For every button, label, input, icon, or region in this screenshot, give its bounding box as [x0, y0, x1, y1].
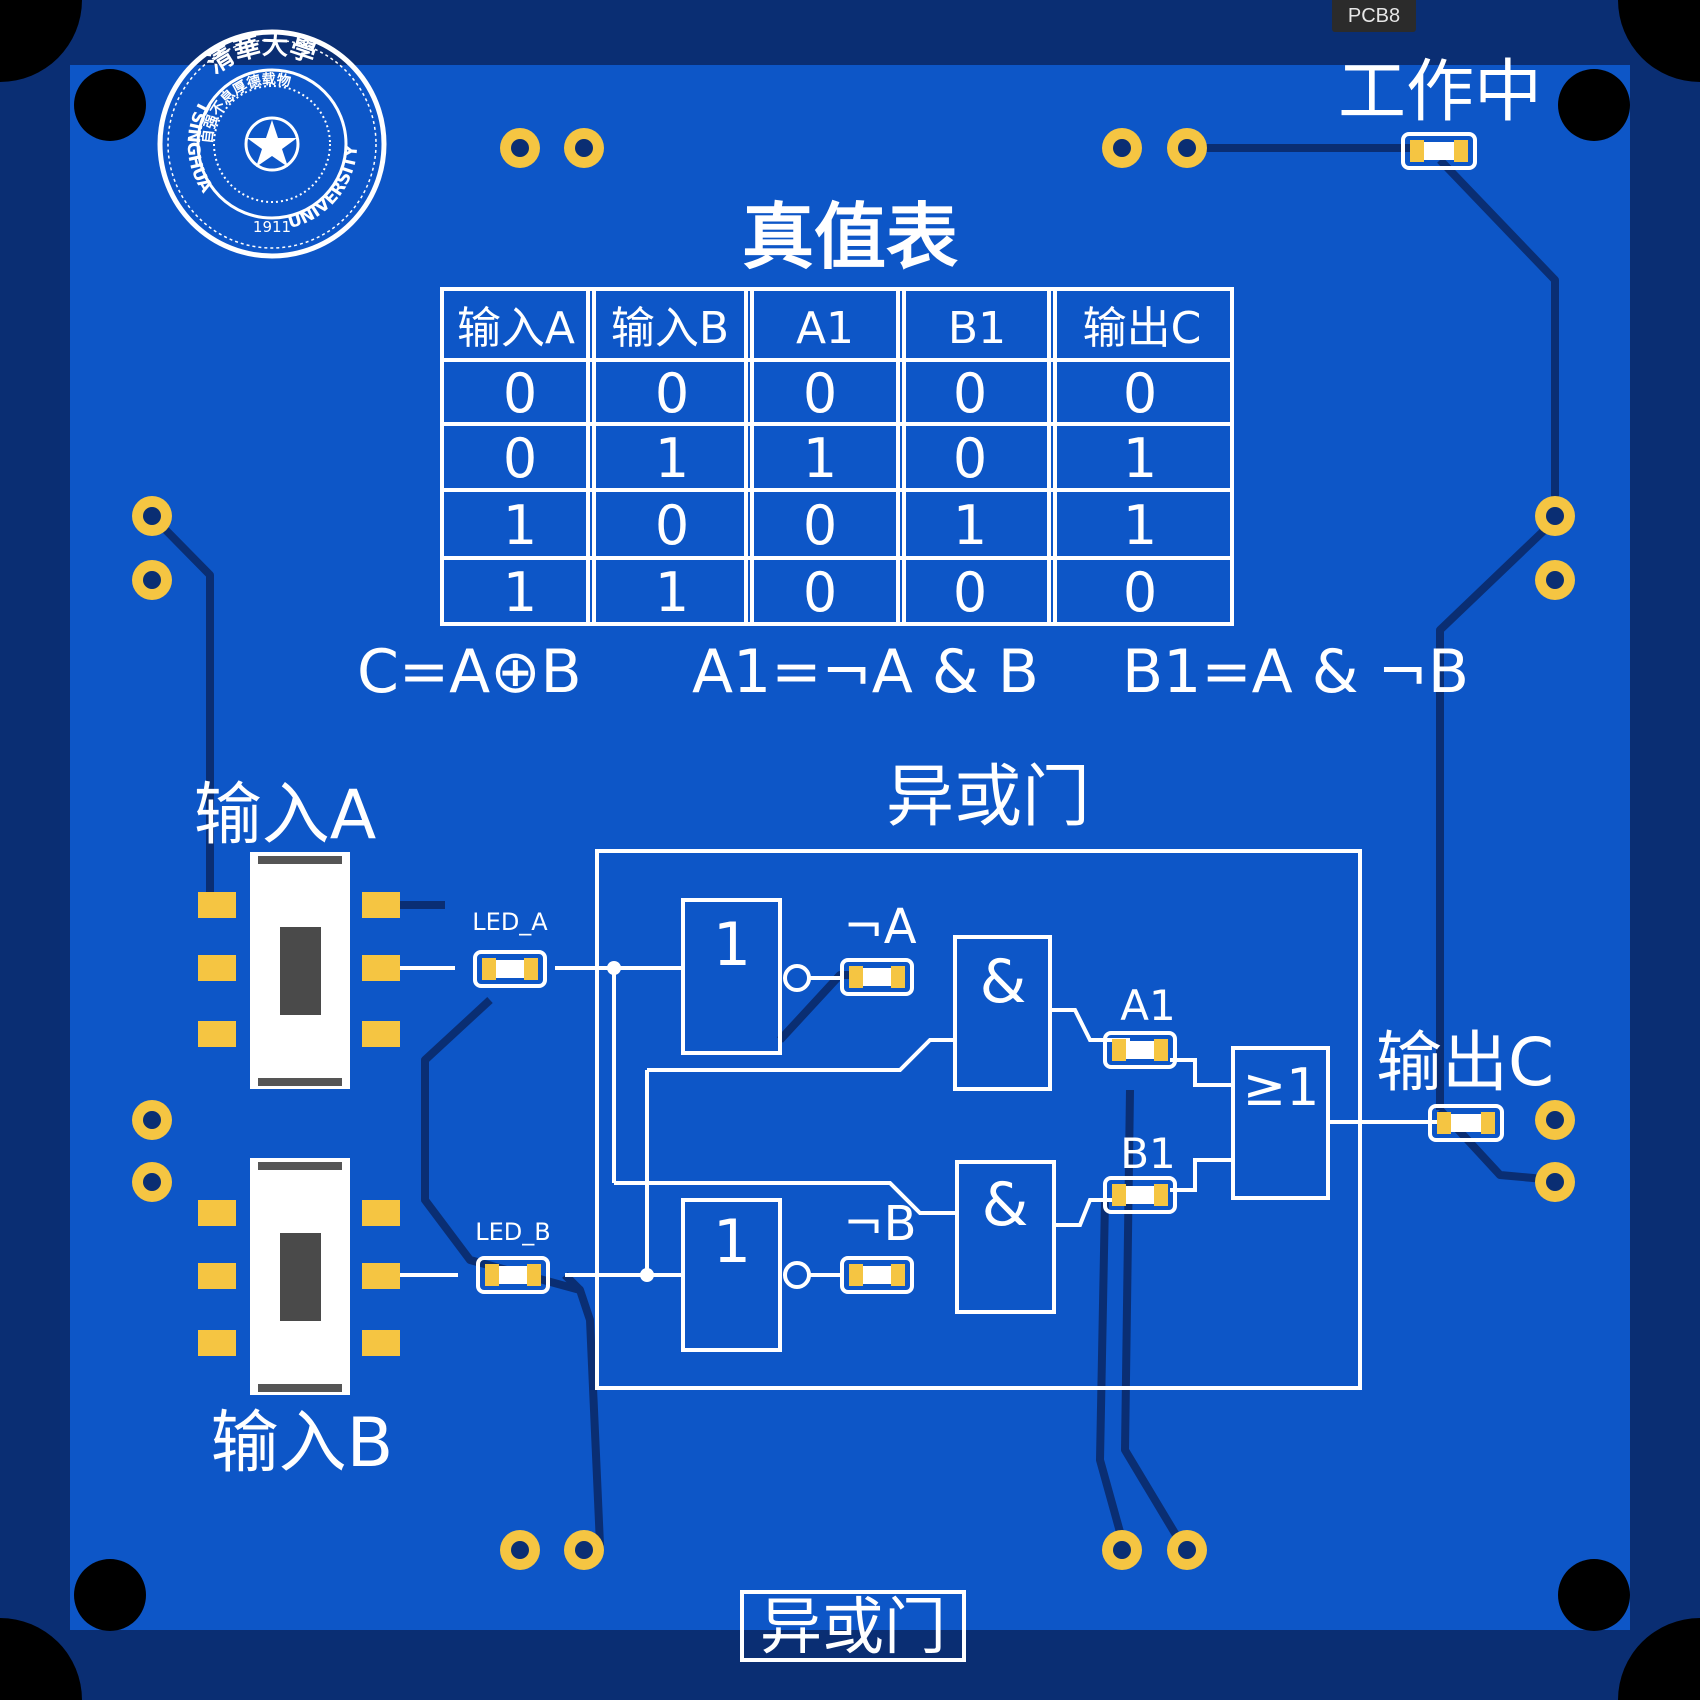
bottom-label-box [740, 1590, 966, 1662]
not-gate-symbol: 1 [713, 910, 751, 980]
bottom-label: 异或门 [760, 1590, 946, 1663]
led-b [476, 1256, 550, 1294]
table-cell: 0 [953, 427, 987, 490]
not-b-label: ¬B [843, 1196, 916, 1252]
a1-label: A1 [1120, 981, 1175, 1030]
not-gate-b: 1 [681, 1198, 842, 1352]
table-cell: 0 [655, 362, 689, 425]
and-gate-b1: & [955, 1160, 1056, 1314]
through-hole-pads [132, 128, 1575, 1570]
table-cell: 1 [1123, 427, 1157, 490]
and-gate-symbol: & [980, 947, 1027, 1017]
table-row: 1 1 0 0 0 [503, 561, 1157, 624]
led-a [473, 950, 547, 988]
status-led [1401, 132, 1477, 170]
formula-b1: B1=A & ¬B [1122, 637, 1469, 707]
switch-b-knob[interactable] [280, 1233, 321, 1321]
status-label: 工作中 [1338, 53, 1542, 132]
led-a-label: LED_A [472, 908, 548, 936]
wire-junctions [607, 961, 654, 1282]
and-gate-a1: & [953, 935, 1052, 1091]
truth-table-grid [440, 287, 1234, 626]
and-gate-symbol: & [982, 1170, 1029, 1240]
table-cell: 1 [1123, 494, 1157, 557]
table-cell: 1 [953, 494, 987, 557]
corner-notch [0, 1618, 82, 1700]
table-cell: 0 [953, 561, 987, 624]
table-cell: 0 [1123, 362, 1157, 425]
table-header-cell: 输入B [611, 303, 729, 354]
switch-b-label: 输入B [211, 1404, 394, 1483]
corner-notch [1618, 1618, 1700, 1700]
table-cell: 0 [803, 494, 837, 557]
led-output-c [1428, 1104, 1504, 1142]
or-gate-symbol: ≥1 [1243, 1058, 1320, 1118]
switch-b[interactable] [198, 1158, 400, 1395]
table-cell: 0 [503, 427, 537, 490]
logo-year: 1911 [253, 218, 291, 236]
led-not-b [840, 1256, 914, 1294]
mounting-holes [74, 69, 1630, 1631]
switch-wires [400, 966, 458, 1277]
table-cell: 0 [655, 494, 689, 557]
table-row: 1 0 0 1 1 [503, 494, 1157, 557]
copper-traces [149, 144, 1559, 1563]
formula-c: C=A⊕B [357, 637, 582, 707]
table-cell: 0 [503, 362, 537, 425]
not-gate-a: 1 [681, 898, 842, 1055]
switch-a[interactable] [198, 852, 400, 1089]
formula-a1: A1=¬A & B [692, 637, 1039, 707]
table-header-cell: 输入A [457, 303, 575, 354]
led-b-label: LED_B [475, 1218, 550, 1246]
table-cell: 1 [503, 561, 537, 624]
circuit-title: 异或门 [886, 758, 1090, 837]
table-header-cell: A1 [796, 303, 854, 354]
b1-label: B1 [1120, 1129, 1176, 1178]
table-cell: 0 [803, 362, 837, 425]
table-row: 0 1 1 0 1 [503, 427, 1157, 490]
table-cell: 1 [655, 561, 689, 624]
table-row: 0 0 0 0 0 [503, 362, 1157, 425]
led-not-a [840, 958, 914, 996]
table-cell: 0 [1123, 561, 1157, 624]
table-header-cell: B1 [948, 303, 1006, 354]
university-logo [157, 29, 387, 259]
switch-a-knob[interactable] [280, 927, 321, 1015]
switch-a-label: 输入A [194, 776, 377, 855]
circuit-frame [595, 849, 1362, 1390]
led-a1 [1103, 1031, 1177, 1069]
table-cell: 1 [655, 427, 689, 490]
corner-notch [0, 0, 82, 82]
not-gate-symbol: 1 [713, 1207, 751, 1277]
corner-notch [1618, 0, 1700, 82]
not-a-label: ¬A [843, 899, 916, 955]
layer-tag: PCB8 [1332, 0, 1416, 32]
truth-table-title: 真值表 [742, 195, 958, 279]
table-cell: 0 [953, 362, 987, 425]
or-gate-c: ≥1 [1231, 1046, 1330, 1200]
truth-table-header: 输入A 输入B A1 B1 输出C [457, 303, 1201, 354]
table-cell: 1 [503, 494, 537, 557]
table-header-cell: 输出C [1083, 303, 1202, 354]
table-cell: 1 [803, 427, 837, 490]
led-b1 [1103, 1176, 1177, 1214]
table-cell: 0 [803, 561, 837, 624]
output-label: 输出C [1376, 1024, 1554, 1101]
logo-star-icon [247, 120, 297, 167]
